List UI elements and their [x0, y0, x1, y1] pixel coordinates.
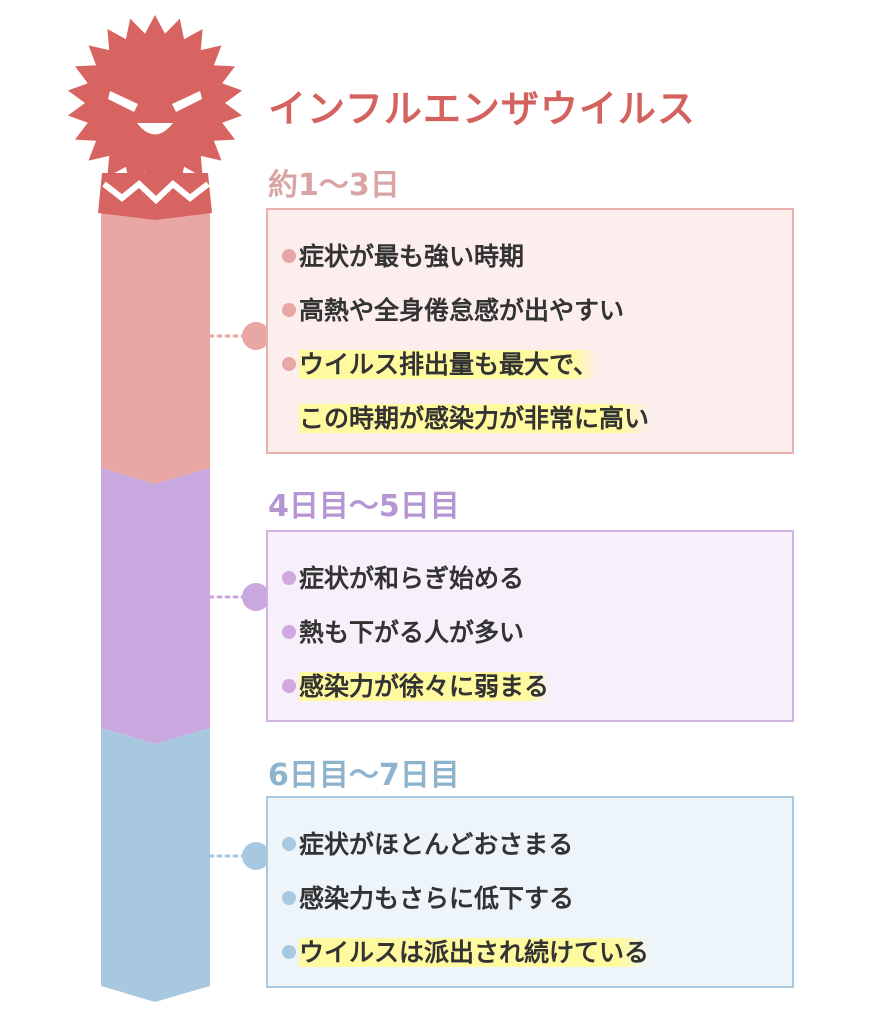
- list-item: ウイルスは派出され続けている: [282, 926, 792, 980]
- bullet-icon: [282, 679, 296, 693]
- list-item: 熱も下がる人が多い: [282, 606, 792, 660]
- stage-1-segment: [101, 198, 210, 484]
- stage-2-box: 症状が和らぎ始める 熱も下がる人が多い 感染力が徐々に弱まる: [266, 530, 794, 722]
- list-item: 症状がほとんどおさまる: [282, 818, 792, 872]
- bullet-icon: [282, 249, 296, 263]
- list-item: ウイルス排出量も最大で、: [282, 338, 792, 392]
- stage-2-connector: [208, 583, 270, 611]
- bullet-icon: [282, 357, 296, 371]
- stage-3-connector: [208, 842, 270, 870]
- bullet-icon: [282, 891, 296, 905]
- list-item: 高熱や全身倦怠感が出やすい: [282, 284, 792, 338]
- stage-2-segment: [101, 468, 210, 744]
- stage-1-label: 約1〜3日: [268, 168, 400, 203]
- stage-3-label: 6日目〜7日目: [268, 758, 460, 793]
- bullet-icon: [282, 303, 296, 317]
- bullet-icon: [282, 837, 296, 851]
- list-item: 感染力もさらに低下する: [282, 872, 792, 926]
- bullet-icon: [282, 625, 296, 639]
- virus-character-icon: [67, 15, 243, 220]
- list-item-continuation: この時期が感染力が非常に高い: [299, 404, 650, 433]
- list-item: 感染力が徐々に弱まる: [282, 660, 792, 714]
- stage-3-segment: [101, 728, 210, 1002]
- list-item: 症状が最も強い時期: [282, 230, 792, 284]
- page-title: インフルエンザウイルス: [268, 87, 696, 131]
- stage-2-label: 4日目〜5日目: [268, 489, 460, 524]
- bullet-icon: [282, 571, 296, 585]
- bullet-icon: [282, 945, 296, 959]
- stage-1-connector: [208, 322, 270, 350]
- list-item: 症状が和らぎ始める: [282, 552, 792, 606]
- stage-3-box: 症状がほとんどおさまる 感染力もさらに低下する ウイルスは派出され続けている: [266, 796, 794, 988]
- stage-1-box: 症状が最も強い時期 高熱や全身倦怠感が出やすい ウイルス排出量も最大で、 この時…: [266, 208, 794, 454]
